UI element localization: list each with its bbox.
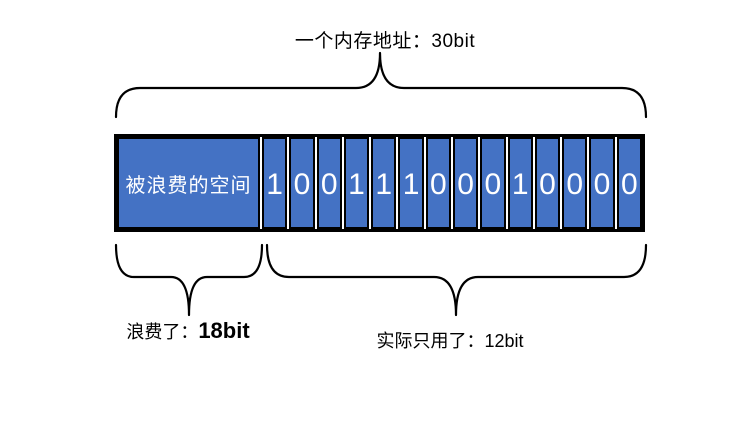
wasted-bits-label-prefix: 浪费了：: [126, 322, 199, 342]
bit-cell: 1: [507, 137, 533, 229]
bit-cell: 0: [316, 137, 342, 229]
bit-cell: 1: [343, 137, 370, 229]
bit-cell: 1: [398, 137, 424, 229]
top-brace: [114, 51, 648, 119]
bit-cell: 0: [480, 137, 506, 229]
bit-cell: 0: [616, 137, 642, 229]
address-size-label: 一个内存地址：30bit: [294, 31, 476, 52]
wasted-space-cell: 被浪费的空间: [117, 137, 260, 229]
bit-cell: 0: [452, 137, 479, 229]
wasted-brace: [114, 243, 264, 317]
bit-cell: 0: [289, 137, 315, 229]
bit-cell: 0: [589, 137, 615, 229]
used-bits-label: 实际只用了：12bit: [376, 331, 524, 351]
wasted-bits-label-value: 18bit: [198, 318, 250, 343]
bit-cell: 0: [534, 137, 561, 229]
bit-cell: 1: [262, 137, 288, 229]
bit-cell: 0: [562, 137, 588, 229]
used-brace: [265, 243, 648, 317]
bit-cell: 0: [425, 137, 451, 229]
wasted-bits-label: 浪费了： 18bit: [126, 318, 249, 344]
bit-cell: 1: [371, 137, 397, 229]
address-bar: 被浪费的空间 1 0 0 1 1 1 0 0 0 1 0 0 0 0: [114, 134, 645, 232]
